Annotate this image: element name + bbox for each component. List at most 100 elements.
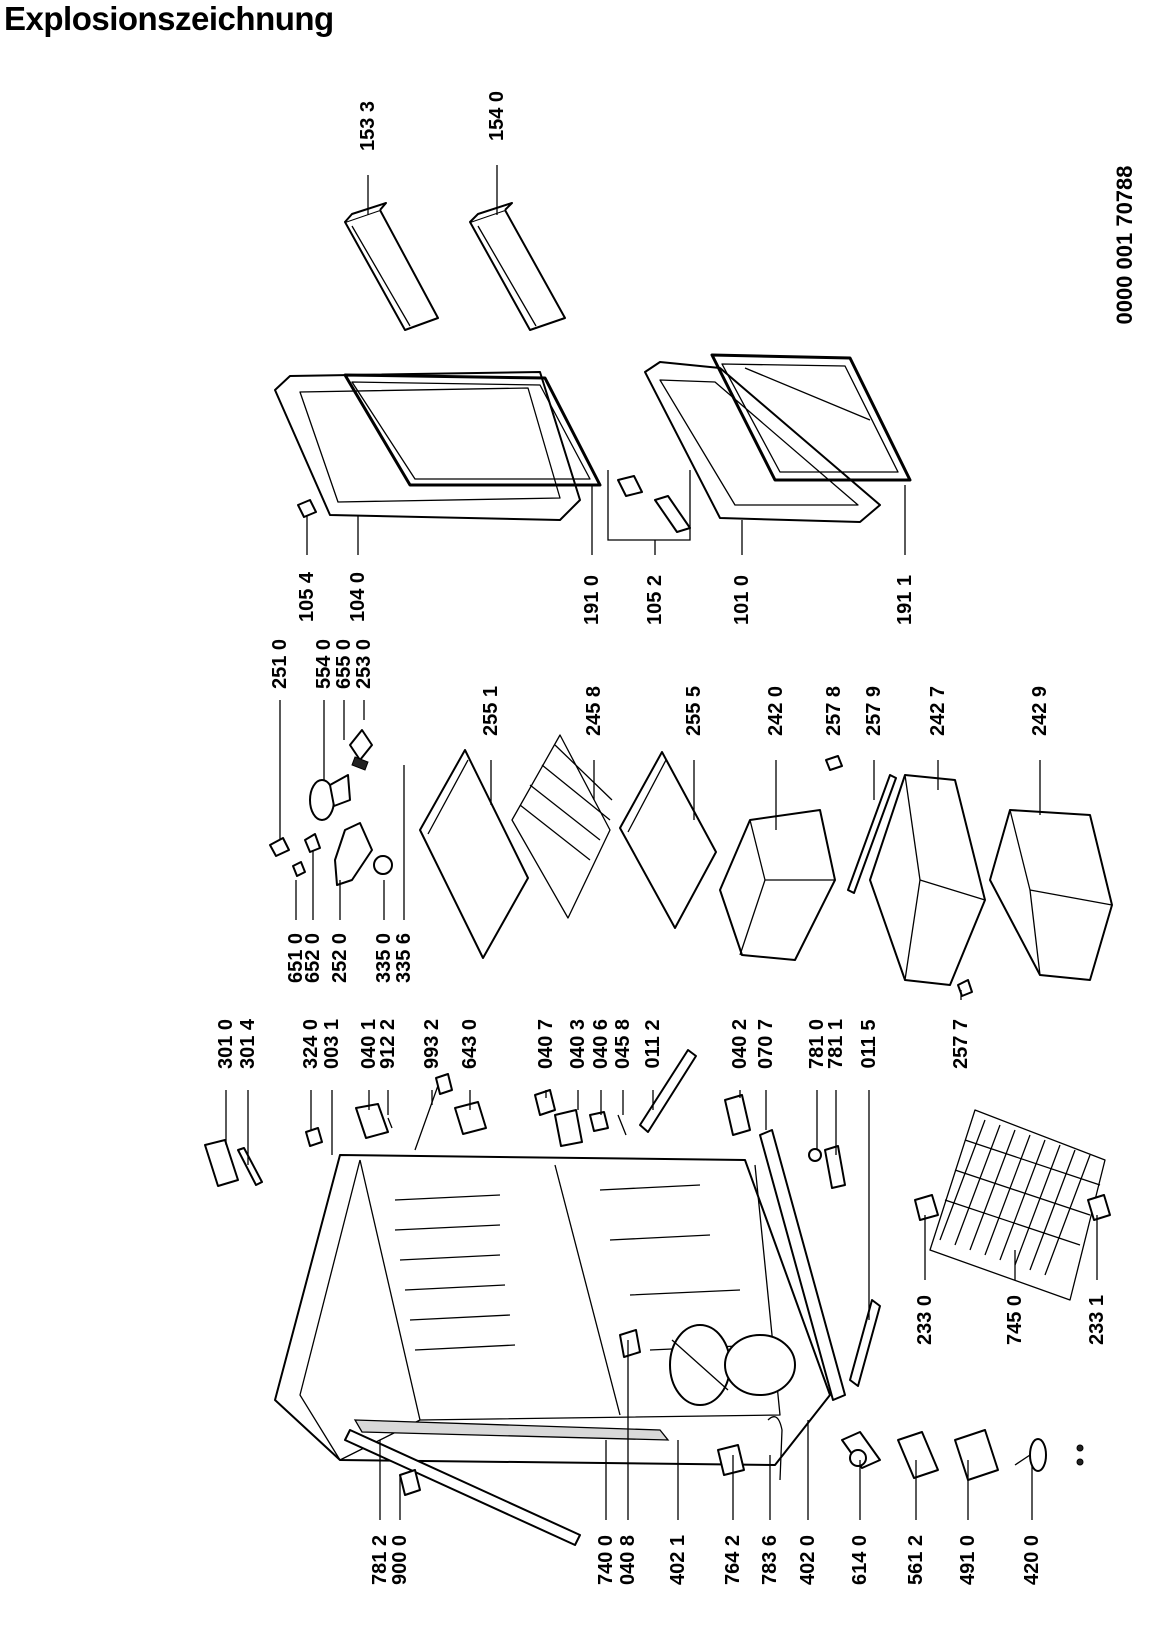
switch-7811	[824, 1145, 846, 1189]
light-7810	[808, 1148, 822, 1162]
foot-9000	[399, 1469, 421, 1496]
part-label: 993 2	[421, 1019, 443, 1069]
part-label: 257 8	[823, 686, 845, 736]
screw-9122	[387, 1117, 393, 1129]
capacitor-4200	[1014, 1438, 1047, 1472]
part-label: 301 4	[237, 1018, 259, 1069]
part-label: 781 2	[369, 1535, 391, 1585]
part-label: 652 0	[302, 933, 324, 983]
part-label: 740 0	[595, 1535, 617, 1585]
part-label: 335 6	[393, 933, 415, 983]
part-label: 912 2	[377, 1019, 399, 1069]
part-label: 253 0	[353, 639, 375, 689]
part-label: 245 8	[583, 686, 605, 736]
part-label: 105 4	[296, 571, 318, 622]
part-label: 040 3	[567, 1019, 589, 1069]
part-label: 251 0	[269, 639, 291, 689]
part-label: 040 7	[535, 1019, 557, 1069]
lower-door-1010	[644, 361, 881, 523]
tube-7836	[767, 1416, 783, 1481]
cable-9932	[414, 1073, 453, 1151]
part-label: 252 0	[329, 933, 351, 983]
part-label: 900 0	[389, 1535, 411, 1585]
part-label: 643 0	[459, 1019, 481, 1069]
part-label: 745 0	[1004, 1295, 1026, 1345]
part-label: 242 7	[927, 686, 949, 736]
glass-shelf-2551	[419, 749, 529, 959]
hinge-0402	[724, 1094, 751, 1136]
part-label: 040 6	[590, 1019, 612, 1069]
top-cover-3010	[204, 1139, 239, 1187]
part-number-labels: 153 3 154 0 105 4 104 0 191 0 105 2 101 0 191 1…	[215, 91, 1108, 1585]
heater-strip-7400	[353, 1419, 670, 1441]
part-label: 045 8	[612, 1019, 634, 1069]
part-label: 402 1	[667, 1535, 689, 1585]
part-label: 154 0	[486, 91, 508, 141]
part-label: 655 0	[333, 639, 355, 689]
rail-2579	[847, 774, 897, 894]
part-label: 233 1	[1086, 1295, 1108, 1345]
part-label: 420 0	[1021, 1535, 1043, 1585]
part-label: 101 0	[731, 575, 753, 625]
drawer-2429	[989, 809, 1113, 981]
holder-0408	[619, 1329, 641, 1358]
part-label: 781 1	[825, 1019, 847, 1069]
cabinet-0031	[274, 1154, 831, 1466]
door-bin-1540	[469, 202, 566, 331]
bracket-0401	[355, 1103, 389, 1139]
part-label: 104 0	[347, 572, 369, 622]
rail-0112	[639, 1049, 697, 1133]
compressor-4021	[669, 1324, 731, 1406]
part-label: 255 1	[480, 686, 502, 736]
page-title: Explosionszeichnung	[4, 0, 334, 37]
part-label: 335 0	[373, 933, 395, 983]
part-label: 040 2	[729, 1019, 751, 1069]
part-label: 191 0	[581, 575, 603, 625]
clip-2331	[1087, 1194, 1111, 1221]
lower-door-gasket-1911	[710, 353, 912, 482]
glide-2578	[825, 755, 843, 771]
compressor-4020	[724, 1334, 796, 1396]
part-label: 614 0	[849, 1535, 871, 1585]
dryer-7642	[717, 1444, 745, 1476]
part-label: 105 2	[644, 575, 666, 625]
cover-0406	[589, 1111, 609, 1132]
part-label: 153 3	[357, 101, 379, 151]
trim-strip-7812	[344, 1429, 581, 1546]
part-label: 191 1	[894, 575, 916, 625]
part-label: 011 5	[858, 1020, 880, 1069]
pin-0458	[617, 1114, 627, 1136]
hinge-0403	[554, 1109, 583, 1147]
door-gasket-1910	[343, 373, 602, 487]
part-label: 783 6	[759, 1535, 781, 1585]
drawer-2427	[869, 774, 986, 986]
rail-0115	[849, 1299, 881, 1387]
part-label: 402 0	[797, 1535, 819, 1585]
relay-5612	[897, 1431, 939, 1479]
condenser-7450	[929, 1109, 1106, 1301]
part-label: 070 7	[755, 1019, 777, 1069]
glide-2577	[957, 979, 973, 997]
part-label: 242 9	[1029, 686, 1051, 736]
glass-shelf-2555	[619, 751, 717, 929]
hinge-0407	[534, 1089, 556, 1116]
upper-door-1040	[274, 371, 581, 521]
thermostat-group	[269, 729, 393, 886]
part-illustrations	[204, 202, 1113, 1546]
part-label: 324 0	[300, 1019, 322, 1069]
part-label: 491 0	[957, 1535, 979, 1585]
part-label: 257 7	[950, 1019, 972, 1069]
part-label: 257 9	[863, 686, 885, 736]
part-label: 233 0	[914, 1295, 936, 1345]
trim-3014	[237, 1147, 263, 1186]
part-label: 781 0	[806, 1019, 828, 1069]
part-label: 301 0	[215, 1019, 237, 1069]
hinge-set-1052	[607, 470, 691, 541]
screws-pair	[1076, 1444, 1084, 1466]
part-label: 242 0	[765, 686, 787, 736]
clip-2330	[914, 1194, 939, 1221]
crisper-2420	[719, 809, 836, 961]
relay-6140	[841, 1431, 881, 1469]
part-label: 255 5	[683, 686, 705, 736]
